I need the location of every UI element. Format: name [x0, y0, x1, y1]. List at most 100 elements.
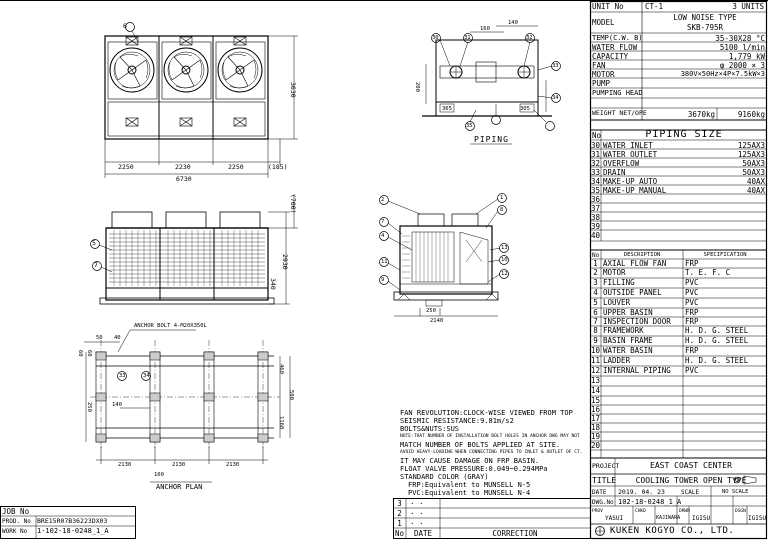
- rev-date: · ·: [410, 509, 424, 518]
- note-line: FLOAT VALVE PRESSURE:0.049~0.294MPa: [400, 465, 548, 473]
- rev-no: 2: [397, 509, 402, 518]
- piping-no-header: No: [592, 131, 602, 140]
- balloon-13: 13: [501, 245, 508, 251]
- spec-value: 35-30X28 °C: [715, 34, 765, 43]
- material-row-no: 20: [590, 441, 601, 450]
- material-row-no: 13: [590, 376, 601, 385]
- dim-anchor-bay-1: 2130: [118, 462, 132, 468]
- balloon-34: 34: [552, 95, 559, 101]
- material-row-spec: PVC: [685, 298, 699, 307]
- note-line: BOLTS&NUTS:SUS: [400, 425, 460, 433]
- anchor-bolt-note: ANCHOR BOLT 4-M20X350L: [134, 323, 207, 329]
- piping-size-title: PIPING SIZE: [645, 129, 723, 140]
- dim-top: (700): [289, 194, 297, 214]
- piping-row-no: 38: [591, 212, 601, 222]
- note-line: MATCH NUMBER OF BOLTS APPLIED AT SITE.: [400, 441, 561, 449]
- material-row-spec: H. D. G. STEEL: [685, 326, 749, 335]
- balloon-8: 8: [500, 207, 504, 213]
- material-row-desc: FILLING: [603, 278, 635, 287]
- note-line: STANDARD COLOR (GRAY): [400, 473, 489, 481]
- spec-label: UNIT No: [592, 2, 624, 11]
- material-row-no: 18: [590, 423, 601, 432]
- piping-row-no: 34: [591, 176, 601, 186]
- work-value: 1-102-18-0248_1_A: [37, 527, 109, 535]
- piping-row-name: WATER INLET: [603, 140, 653, 150]
- piping-row-no: 37: [591, 203, 601, 213]
- piping-row-size: 125AX3: [737, 149, 765, 159]
- company-logo: [595, 526, 605, 536]
- note-line: NOTE:THAT NUMBER OF INSTALLATION BOLT HO…: [400, 434, 580, 439]
- dim-anchor-c: 60: [77, 350, 83, 357]
- work-label: WORK No: [2, 528, 28, 535]
- role-label: DSGN: [735, 509, 746, 514]
- piping-row-size: 40AX: [746, 176, 765, 186]
- balloon-35: 35: [466, 123, 473, 129]
- prod-label: PROD. No: [2, 518, 31, 525]
- materials-no-header: No: [592, 252, 600, 259]
- material-row-desc: MOTOR: [603, 268, 626, 277]
- spec-label: MOTOR: [592, 70, 615, 79]
- dim-side-width: 2140: [430, 318, 444, 324]
- balloon-5: 5: [92, 239, 96, 247]
- dim-end: (185): [268, 163, 288, 171]
- piping-row-name: OVERFLOW: [603, 158, 640, 168]
- spec-label: CAPACITY: [592, 52, 629, 61]
- spec-label: WATER FLOW: [592, 43, 638, 52]
- spec-label: TEMP(C.W. B): [592, 34, 643, 42]
- note-line: SEISMIC RESISTANCE:9.81m/s2: [400, 417, 514, 425]
- piping-row-no: 32: [591, 158, 601, 168]
- material-row-no: 16: [590, 405, 601, 414]
- piping-row-name: MAKE-UP MANUAL: [603, 185, 667, 195]
- anchor-title: ANCHOR PLAN: [156, 483, 203, 491]
- piping-row-no: 40: [591, 230, 601, 240]
- note-line: FRP:Equivalent to MUNSELL N-5: [408, 481, 531, 489]
- dim-anchor-e: 140: [112, 402, 122, 408]
- dim-anchor-a: 50: [96, 335, 103, 341]
- material-row-no: 3: [593, 278, 598, 287]
- note-line: AVOID HEAVY-LOADING WHEN CONNECTING PIPE…: [400, 450, 583, 455]
- dwg-label: DWG.No: [592, 499, 614, 506]
- scale-value: NO SCALE: [722, 489, 749, 495]
- spec-value: 9160kg: [737, 110, 765, 119]
- dim-bay-1: 2250: [118, 163, 134, 171]
- piping-row-size: 50AX3: [742, 158, 765, 168]
- balloon-11: 11: [381, 259, 388, 265]
- material-row-no: 2: [593, 268, 598, 277]
- balloon-4: 4: [381, 233, 385, 239]
- dim-bay-2: 2230: [175, 163, 191, 171]
- spec-value: 3 UNITS: [732, 2, 764, 11]
- material-row-no: 1: [593, 259, 598, 268]
- role-label: DRWN: [679, 509, 690, 514]
- balloon-1: 1: [500, 195, 504, 201]
- spec-label: FAN: [592, 61, 606, 70]
- balloon-7: 7: [94, 261, 98, 269]
- dim-height: 2930: [281, 254, 289, 270]
- dim-anchor-bay-2: 2130: [172, 462, 186, 468]
- material-row-spec: H. D. G. STEEL: [685, 336, 749, 345]
- material-row-no: 12: [590, 366, 601, 375]
- balloon-33b: 33: [119, 373, 126, 379]
- anchor-plan: [84, 329, 291, 483]
- material-row-no: 8: [593, 326, 598, 335]
- rev-header-correction: CORRECTION: [492, 529, 538, 538]
- material-row-no: 10: [590, 346, 601, 355]
- role-name: IGISU: [692, 515, 711, 522]
- piping-row-no: 31: [591, 149, 601, 159]
- material-row-desc: BASIN FRAME: [603, 336, 653, 345]
- balloon-34b: 34: [143, 373, 150, 379]
- piping-row-no: 36: [591, 194, 601, 204]
- material-row-no: 15: [590, 396, 601, 405]
- dim-total: 6730: [176, 175, 192, 183]
- material-row-no: 9: [593, 336, 598, 345]
- material-row-spec: T. E. F. C: [685, 268, 731, 277]
- date-label: DATE: [592, 489, 607, 496]
- project-label: PROJECT: [592, 462, 620, 470]
- spec-value: 380V×50Hz×4P×7.5kW×3: [680, 70, 765, 78]
- role-label: PROV: [592, 509, 603, 514]
- role-name: IGISU: [748, 515, 767, 522]
- role-name: YASUI: [605, 515, 624, 522]
- piping-title: PIPING: [474, 135, 509, 144]
- dim-anchor-b: 40: [114, 335, 121, 341]
- dim-piping-c: 200: [414, 82, 420, 92]
